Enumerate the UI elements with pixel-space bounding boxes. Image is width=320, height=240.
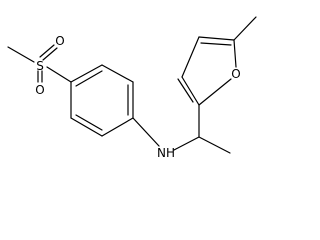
bond-furan-c3-c4 <box>181 36 200 78</box>
bond-furan-c4-c5-double <box>200 42 232 46</box>
bond-methyl-s <box>7 46 35 63</box>
bond-s-o-top-1 <box>39 44 55 58</box>
bond-furan-c4-c5 <box>198 36 235 41</box>
bond-ring-1 <box>70 64 103 83</box>
furan-oxygen-atom-label: O <box>231 67 240 81</box>
bond-furan-c2-c3 <box>181 76 200 106</box>
bond-ring-inner-3 <box>75 114 103 131</box>
bond-furan-c5-o <box>233 39 237 68</box>
bond-s-ring <box>46 66 72 83</box>
oxygen-top-atom-label: O <box>55 34 64 48</box>
amine-atom-label: NH <box>157 146 175 160</box>
molecule-structure: S O O NH O <box>7 16 257 160</box>
bond-furan-o-c2 <box>198 78 232 106</box>
bond-s-o-top-2 <box>42 47 58 61</box>
oxygen-bottom-atom-label: O <box>35 83 44 97</box>
bond-n-ch <box>173 136 200 151</box>
bond-furan-c2-c3-double <box>177 78 194 103</box>
bond-ring-4 <box>101 117 134 137</box>
bond-ring-5 <box>70 117 103 137</box>
bond-furan-methyl <box>233 16 257 41</box>
bond-ch-methyl <box>198 136 231 154</box>
sulfur-atom-label: S <box>36 59 44 73</box>
bond-ring-inner-1 <box>75 70 103 87</box>
structure-canvas: S O O NH O <box>7 16 257 160</box>
bond-ring-n <box>132 117 160 147</box>
bond-ring-2 <box>101 64 134 83</box>
